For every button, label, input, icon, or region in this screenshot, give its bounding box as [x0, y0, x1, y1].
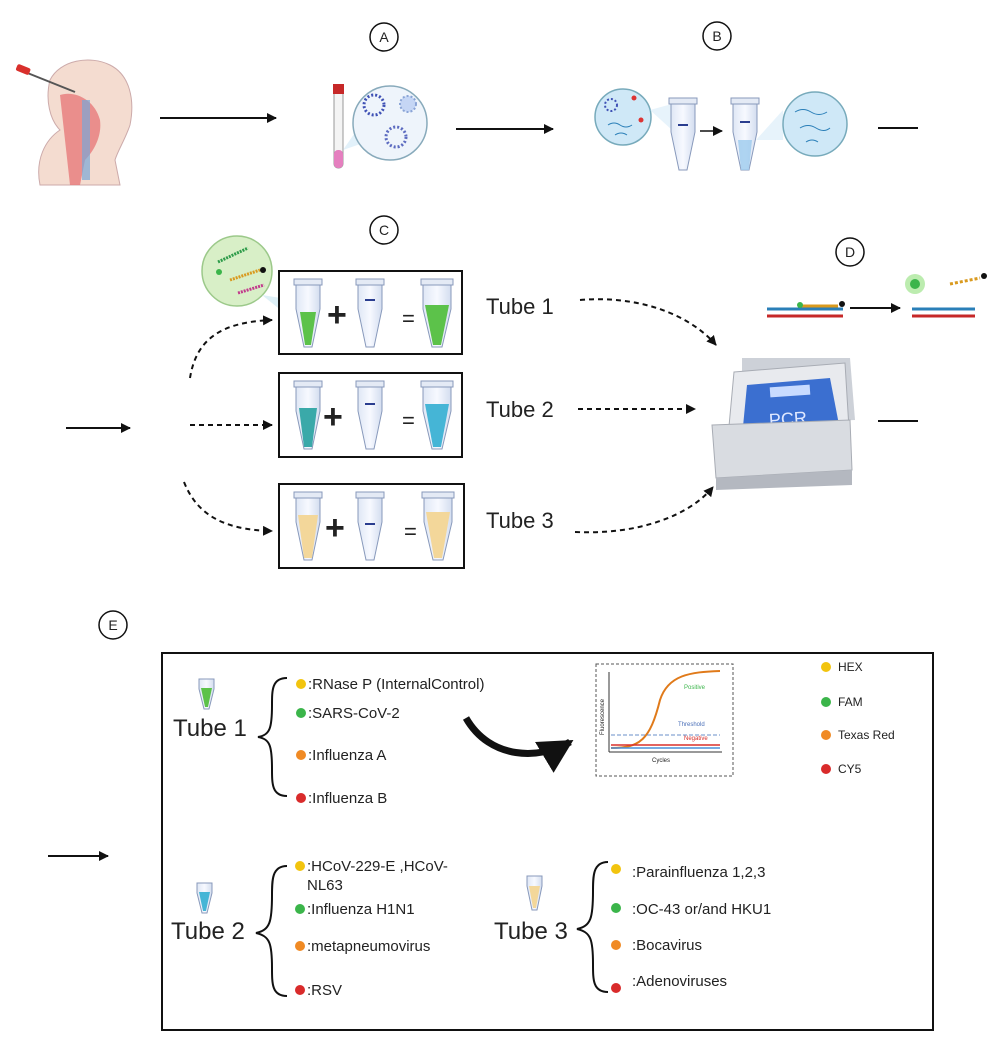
dashed-arrow-to-tube1: [189, 315, 273, 379]
arrow-to-amplification-plot: [462, 716, 574, 773]
dye-dot: [295, 985, 305, 995]
svg-text:+: +: [325, 509, 345, 547]
reaction-tube2-label: Tube 2: [486, 397, 554, 422]
target-label: :Influenza H1N1: [307, 901, 415, 918]
step-b-label: B: [702, 21, 732, 51]
svg-text:Fluorescence: Fluorescence: [600, 698, 606, 735]
svg-text:+: +: [323, 398, 343, 436]
step-d-label: D: [835, 237, 865, 267]
target-label: :HCoV-229-E ,HCoV-: [307, 858, 448, 875]
panel-tube1-targets: :RNase P (InternalControl) :SARS-CoV-2 :…: [296, 676, 484, 807]
dye-dot: [611, 940, 621, 950]
target-label: :RNase P (InternalControl): [308, 676, 484, 693]
target-label: :Influenza A: [308, 747, 386, 764]
dye-dot: [296, 708, 306, 718]
target-label: :Influenza B: [308, 790, 387, 807]
sample-tube-virus-illustration: [333, 84, 428, 169]
dashed-arrow-tube3-to-pcr: [574, 486, 714, 534]
panel-tube3-label: Tube 3: [494, 918, 568, 945]
reaction-box-tube1: + =: [201, 235, 463, 355]
dye-dot: [611, 903, 621, 913]
step-c-label: C: [369, 215, 399, 245]
reaction-tube3-label: Tube 3: [486, 508, 554, 533]
svg-text:C: C: [379, 222, 389, 238]
step-e-label: E: [98, 610, 128, 640]
panel-tube3-brace: [576, 861, 609, 993]
dashed-arrow-to-tube3: [183, 481, 273, 536]
panel-tube2-label: Tube 2: [171, 918, 245, 945]
target-label: :metapneumovirus: [307, 938, 430, 955]
results-panel: [161, 652, 934, 1031]
dye-dot: [296, 679, 306, 689]
target-label: :SARS-CoV-2: [308, 705, 400, 722]
target-label: :Parainfluenza 1,2,3: [632, 864, 765, 881]
svg-text:CY5: CY5: [838, 762, 862, 776]
dye-dot: [295, 941, 305, 951]
dye-dot: [296, 750, 306, 760]
panel-tube3-icon: [526, 875, 543, 911]
panel-tube1-label: Tube 1: [173, 715, 247, 742]
svg-text:A: A: [379, 29, 389, 45]
svg-text:=: =: [402, 306, 415, 331]
target-label: NL63: [307, 877, 343, 894]
step-a-label: A: [369, 22, 399, 52]
dye-dot: [611, 864, 621, 874]
svg-text:FAM: FAM: [838, 695, 863, 709]
reaction-box-tube2: + =: [278, 372, 463, 458]
panel-tube2-targets: :HCoV-229-E ,HCoV- NL63 :Influenza H1N1 …: [295, 858, 448, 999]
patient-swab-illustration: [15, 59, 133, 186]
svg-text:E: E: [108, 617, 117, 633]
amplification-curve-plot: Positive Threshold Negative Cycles Fluor…: [595, 663, 734, 777]
panel-tube2-icon: [196, 882, 213, 914]
extraction-illustration: [594, 88, 848, 171]
svg-text:Cycles: Cycles: [652, 758, 670, 764]
target-label: :OC-43 or/and HKU1: [632, 901, 771, 918]
panel-tube2-brace: [255, 865, 288, 997]
dye-dot: [296, 793, 306, 803]
svg-text:Positive: Positive: [684, 685, 706, 691]
svg-text:=: =: [402, 408, 415, 433]
dye-dot: [611, 983, 621, 993]
probe-hydrolysis-illustration: [767, 273, 987, 318]
target-label: :RSV: [307, 982, 342, 999]
reaction-box-tube3: + =: [278, 483, 465, 569]
panel-tube3-targets: :Parainfluenza 1,2,3 :OC-43 or/and HKU1 …: [611, 864, 771, 993]
svg-text:Texas Red: Texas Red: [838, 728, 895, 742]
svg-text:B: B: [712, 28, 721, 44]
svg-text:HEX: HEX: [838, 660, 863, 674]
reaction-tube1-label: Tube 1: [486, 294, 554, 319]
dye-dot: [295, 904, 305, 914]
svg-text:=: =: [404, 519, 417, 544]
svg-text:+: +: [327, 296, 347, 334]
panel-tube1-icon: [198, 678, 215, 710]
panel-tube1-brace: [257, 677, 288, 797]
svg-text:Negative: Negative: [684, 736, 708, 742]
pcr-machine: PCR: [711, 358, 855, 490]
svg-text:D: D: [845, 244, 855, 260]
target-label: :Bocavirus: [632, 937, 702, 954]
svg-text:Threshold: Threshold: [678, 722, 705, 728]
dashed-arrow-tube1-to-pcr: [579, 298, 717, 346]
dye-legend: HEX FAM Texas Red CY5: [821, 660, 895, 776]
target-label: :Adenoviruses: [632, 973, 727, 990]
dye-dot: [295, 861, 305, 871]
